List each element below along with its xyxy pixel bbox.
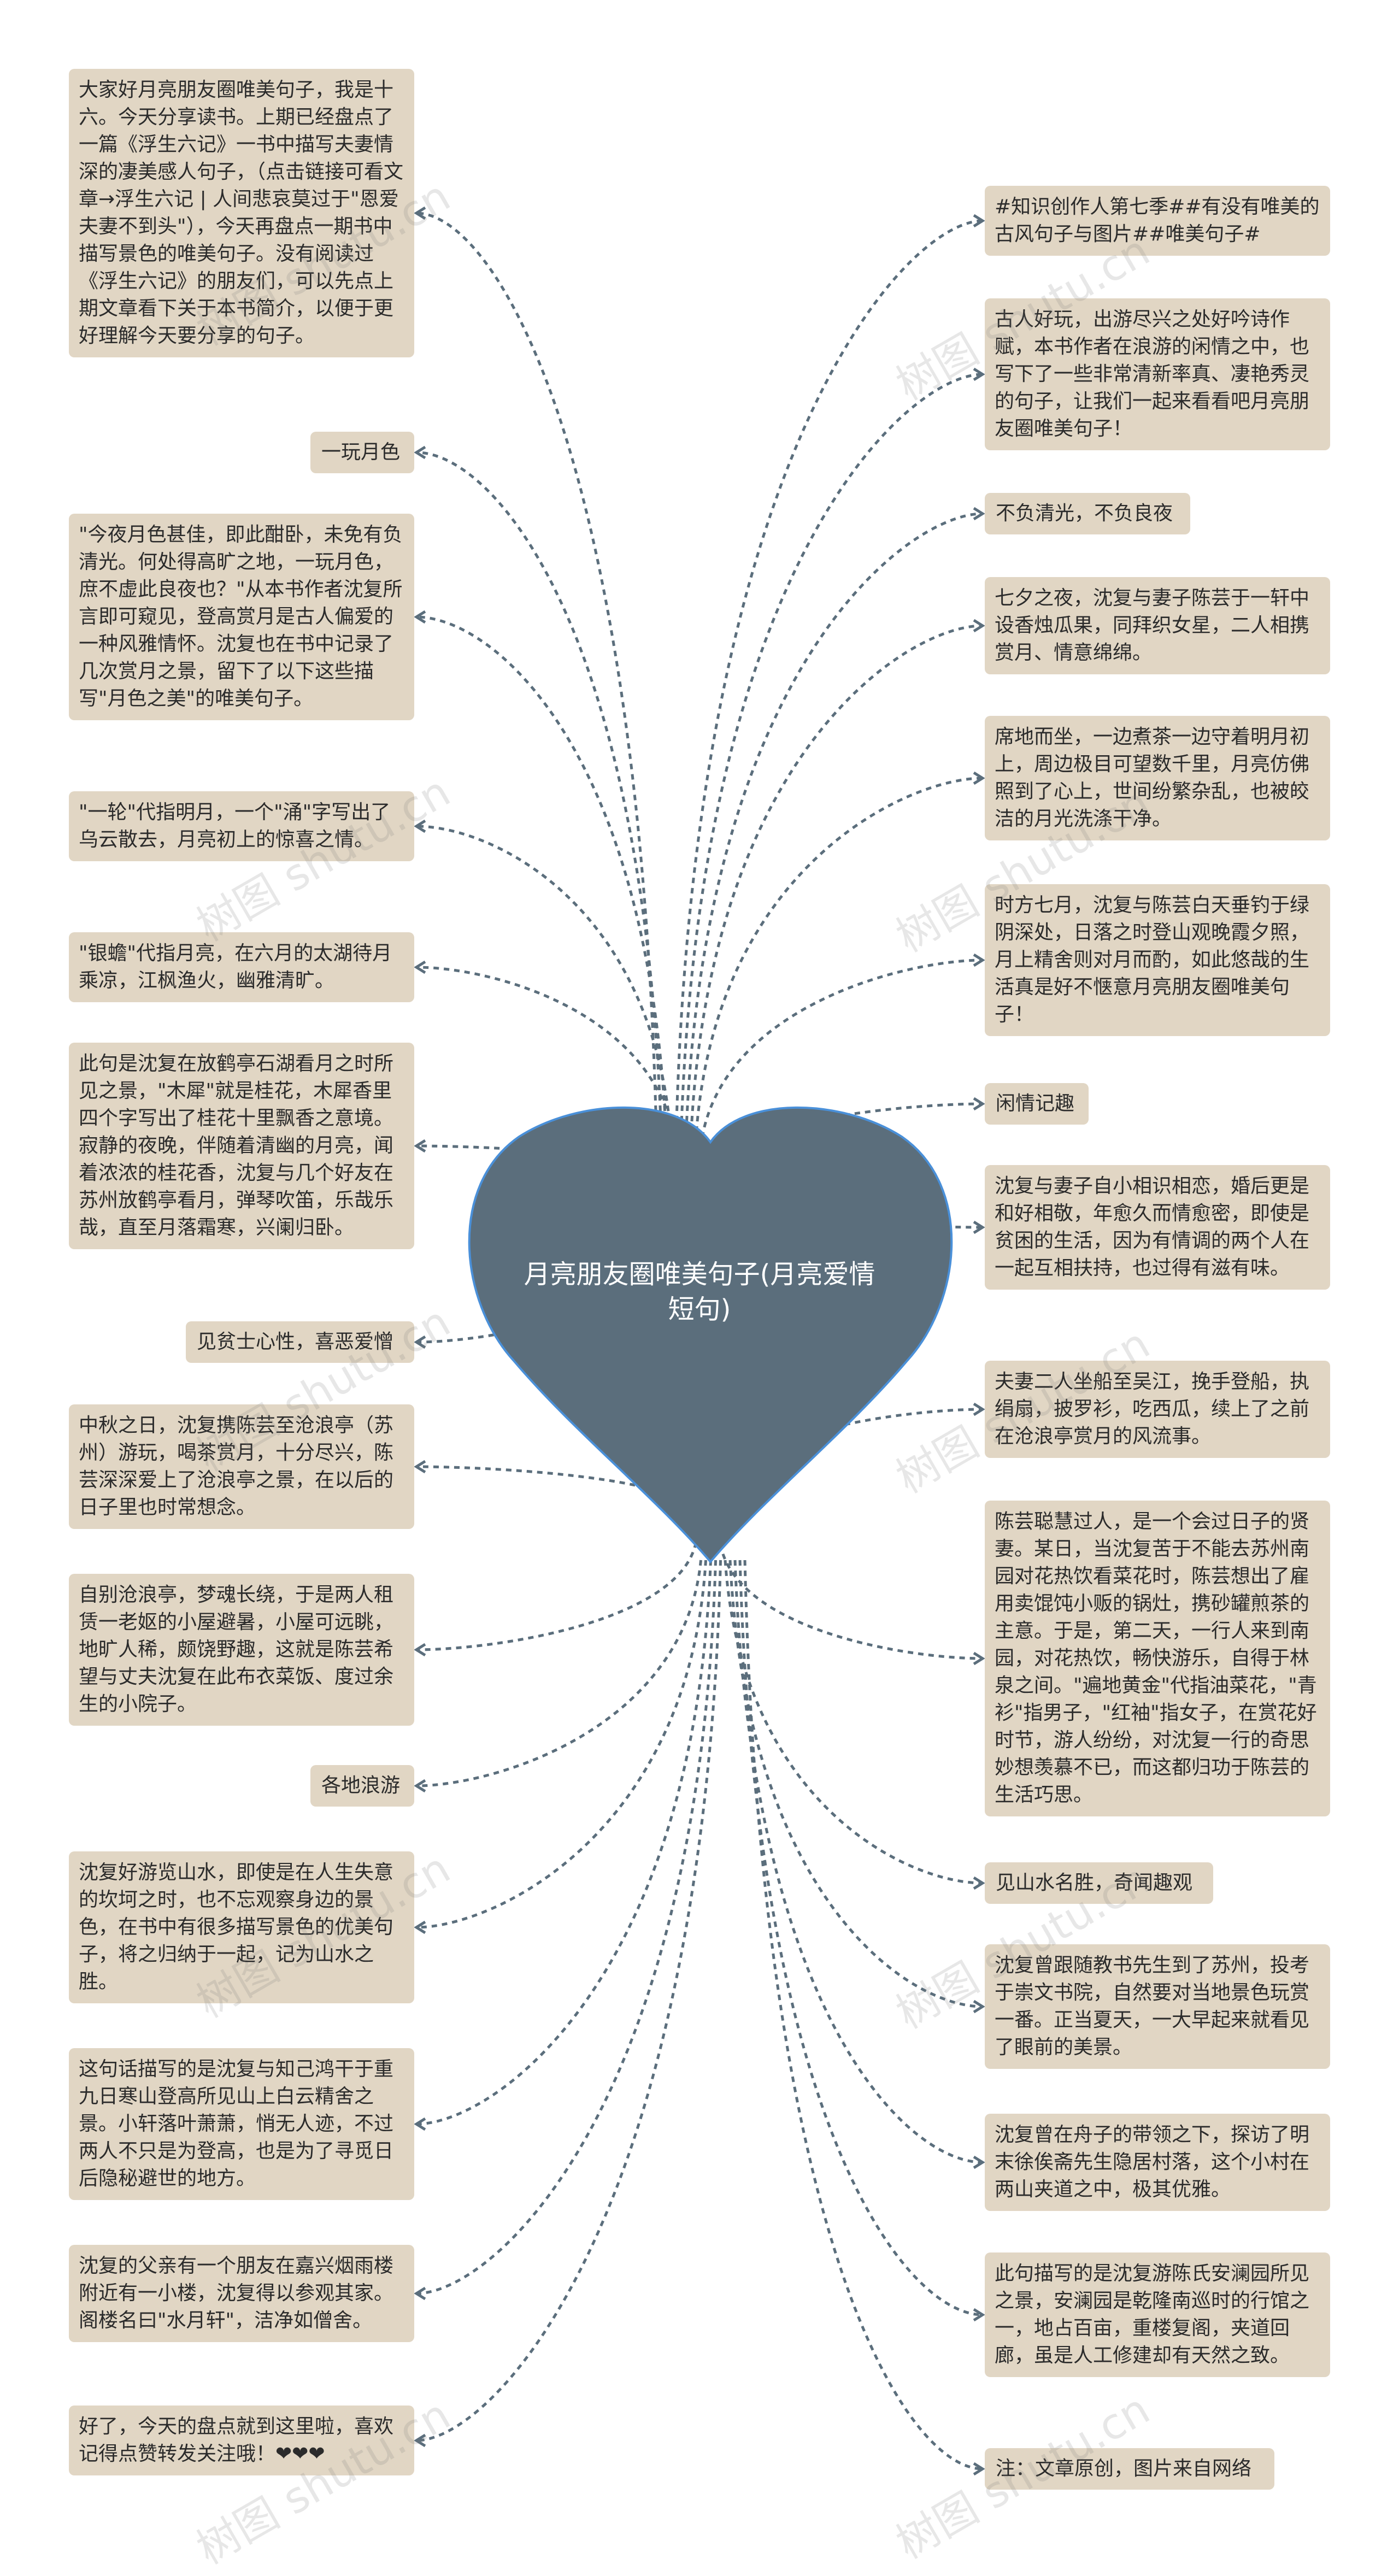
connector-line — [416, 1560, 712, 2126]
connector-arrow — [414, 445, 426, 460]
center-heart — [468, 1106, 953, 1564]
connector-arrow — [973, 2308, 985, 2322]
connector-line — [416, 211, 658, 1143]
connector-arrow — [414, 206, 426, 220]
connector-arrow — [414, 2117, 426, 2131]
connector-line — [416, 1560, 707, 1929]
right-node-wujiang: 夫妻二人坐船至吴江，挽手登船，执绢扇，披罗衫，吃西瓜，续上了之前在沧浪亭赏月的风… — [985, 1361, 1330, 1458]
connector-line — [679, 373, 983, 1143]
left-node-outro: 好了，今天的盘点就到这里啦，喜欢记得点赞转发关注哦！❤❤❤ — [69, 2406, 414, 2475]
right-node-bufu-qingguang: 不负清光，不负良夜 — [985, 493, 1190, 534]
connector-arrow — [973, 1999, 985, 2014]
connector-line — [733, 1560, 983, 2164]
connector-line — [743, 1560, 983, 2471]
left-node-shanshui-zhisheng: 沈复好游览山水，即使是在人生失意的坎坷之时，也不忘观察身边的景色，在书中有很多描… — [69, 1851, 414, 2003]
left-node-gedi-langyou: 各地浪游 — [310, 1765, 414, 1807]
right-node-guren-haowan: 古人好玩，出游尽兴之处好吟诗作赋，本书作者在浪游的闲情之中，也写下了一些非常清新… — [985, 298, 1330, 450]
right-node-xu-sizhai: 沈复曾在舟子的带领之下，探访了明末徐俟斋先生隐居村落，这个小村在两山夹道之中，极… — [985, 2114, 1330, 2211]
connector-arrow — [973, 1220, 985, 1234]
center-heart-shape — [468, 1106, 953, 1564]
connector-line — [689, 624, 983, 1143]
right-node-fuqi-xiangshi: 沈复与妻子自小相识相恋，婚后更是和好相敬，年愈久而情愈密，即使是贫困的生活，因为… — [985, 1165, 1330, 1290]
connector-line — [416, 1542, 697, 1651]
connector-arrow — [414, 1920, 426, 1934]
connector-arrow — [414, 610, 426, 624]
connector-line — [719, 1543, 983, 1660]
right-node-note: 注：文章原创，图片来自网络 — [985, 2448, 1274, 2490]
left-node-yinchan: "银蟾"代指月亮，在六月的太湖待月乘凉，江枫渔火，幽雅清旷。 — [69, 932, 414, 1002]
connector-line — [416, 451, 663, 1143]
connector-arrow — [414, 1643, 426, 1657]
connector-arrow — [973, 2155, 985, 2169]
right-node-hashtags: #知识创作人第七季##有没有唯美的古风句子与图片##唯美句子# — [985, 186, 1330, 256]
connector-line — [684, 512, 983, 1143]
connector-arrow — [973, 1651, 985, 1666]
connector-line — [416, 615, 668, 1143]
left-node-shuiyuexuan: 沈复的父亲有一个朋友在嘉兴烟雨楼附近有一小楼，沈复得以参观其家。阁楼名曰"水月轩… — [69, 2245, 414, 2342]
left-node-canglang-farewell: 自别沧浪亭，梦魂长绕，于是两人租赁一老妪的小屋避暑，小屋可远眺，地旷人稀，颇饶野… — [69, 1574, 414, 1726]
left-node-intro: 大家好月亮朋友圈唯美句子，我是十六。今天分享读书。上期已经盘点了一篇《浮生六记》… — [69, 69, 414, 357]
connector-arrow — [414, 1335, 426, 1349]
left-node-hanshan: 这句话描写的是沈复与知己鸿干于重九日寒山登高所见山上白云精舍之景。小轩落叶萧萧，… — [69, 2048, 414, 2200]
right-node-chenyun: 陈芸聪慧过人，是一个会过日子的贤妻。某日，当沈复苦于不能去苏州南园对花热饮看菜花… — [985, 1501, 1330, 1816]
connector-line — [738, 1560, 983, 2316]
connector-line — [728, 1560, 983, 2008]
left-node-yilun: "一轮"代指明月，一个"涌"字写出了乌云散去，月亮初上的惊喜之情。 — [69, 791, 414, 861]
left-node-pinshi-xinxing: 见贫士心性，喜恶爱憎 — [186, 1321, 414, 1363]
left-node-moonlight-quote: "今夜月色甚佳，即此酣卧，未免有负清光。何处得高旷之地，一玩月色，庶不虚此良夜也… — [69, 514, 414, 720]
left-node-canglang-midautumn: 中秋之日，沈复携陈芸至沧浪亭（苏州）游玩，喝茶赏月，十分尽兴，陈芸深深爱上了沧浪… — [69, 1404, 414, 1529]
right-node-qixi: 七夕之夜，沈复与妻子陈芸于一轩中设香烛瓜果，同拜织女星，二人相携赏月、情意绵绵。 — [985, 577, 1330, 674]
connector-arrow — [414, 1460, 426, 1474]
connector-line — [416, 825, 673, 1143]
connector-arrow — [973, 1097, 985, 1111]
right-node-xianqing-jiqu: 闲情记趣 — [985, 1083, 1089, 1125]
connector-line — [416, 966, 678, 1149]
connector-arrow — [414, 2433, 426, 2448]
connector-arrow — [414, 819, 426, 833]
connector-arrow — [414, 960, 426, 974]
connector-arrow — [973, 214, 985, 228]
connector-arrow — [414, 1139, 426, 1153]
connector-arrow — [414, 2286, 426, 2301]
left-node-fanghe-pavilion: 此句是沈复在放鹤亭石湖看月之时所见之景，"木犀"就是桂花，木犀香里四个字写出了桂… — [69, 1043, 414, 1249]
connector-line — [416, 1560, 717, 2295]
connector-arrow — [973, 619, 985, 633]
connector-arrow — [973, 953, 985, 967]
connector-arrow — [414, 1779, 426, 1793]
connector-arrow — [973, 367, 985, 381]
connector-arrow — [973, 1402, 985, 1416]
right-node-anlanyuan: 此句描写的是沈复游陈氏安澜园所见之景，安澜园是乾隆南巡时的行馆之一，地占百亩，重… — [985, 2252, 1330, 2377]
right-node-chongwen-shuyuan: 沈复曾跟随教书先生到了苏州，投考于崇文书院，自然要对当地景色玩赏一番。正当夏天，… — [985, 1944, 1330, 2069]
connector-line — [416, 1560, 702, 1787]
connector-arrow — [973, 507, 985, 521]
right-node-qiyue: 时方七月，沈复与陈芸白天垂钓于绿阴深处，日落之时登山观晚霞夕照，月上精舍则对月而… — [985, 884, 1330, 1036]
connector-line — [724, 1560, 983, 1885]
right-node-shanshui-mingsheng: 见山水名胜，奇闻趣观 — [985, 1862, 1213, 1904]
connector-line — [694, 777, 983, 1143]
connector-arrow — [973, 2462, 985, 2476]
connector-line — [674, 219, 983, 1143]
connector-arrow — [973, 1876, 985, 1890]
connector-arrow — [973, 771, 985, 785]
left-node-yiwan-yuese: 一玩月色 — [310, 432, 414, 473]
connector-line — [416, 1560, 722, 2442]
center-topic-label: 月亮朋友圈唯美句子(月亮爱情短句) — [524, 1259, 875, 1325]
right-node-xidi-erzuo: 席地而坐，一边煮茶一边守着明月初上，周边极目可望数千里，月亮仿佛照到了心上，世间… — [985, 716, 1330, 840]
